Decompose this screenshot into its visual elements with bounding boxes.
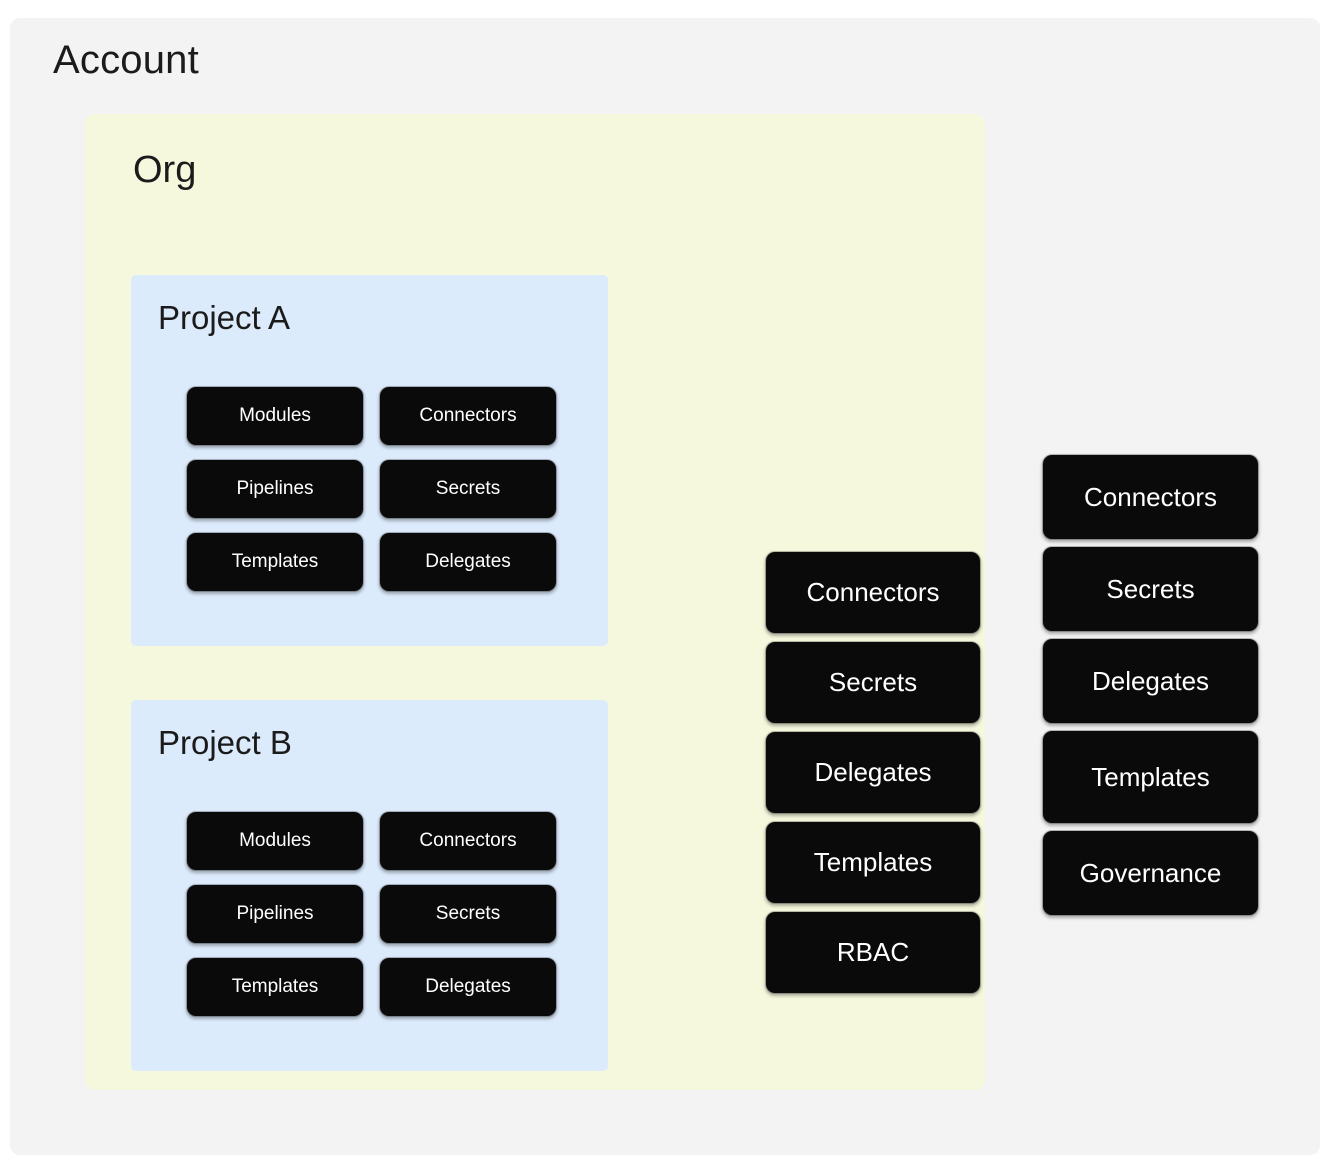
project-b-resource-delegates[interactable]: Delegates xyxy=(380,958,556,1016)
project-a-resource-modules[interactable]: Modules xyxy=(187,387,363,445)
project-b-resource-secrets[interactable]: Secrets xyxy=(380,885,556,943)
project-b-resource-grid: Modules Connectors Pipelines Secrets Tem… xyxy=(187,812,556,1016)
project-a-resource-templates[interactable]: Templates xyxy=(187,533,363,591)
org-resource-rbac[interactable]: RBAC xyxy=(766,912,980,993)
org-resource-connectors[interactable]: Connectors xyxy=(766,552,980,633)
project-a-resource-delegates[interactable]: Delegates xyxy=(380,533,556,591)
project-a-resource-pipelines[interactable]: Pipelines xyxy=(187,460,363,518)
org-resource-templates[interactable]: Templates xyxy=(766,822,980,903)
account-resource-secrets[interactable]: Secrets xyxy=(1043,547,1258,631)
account-resource-column: Connectors Secrets Delegates Templates G… xyxy=(1043,455,1258,915)
project-b-resource-modules[interactable]: Modules xyxy=(187,812,363,870)
project-a-resource-connectors[interactable]: Connectors xyxy=(380,387,556,445)
project-b-title: Project B xyxy=(158,724,292,761)
org-resource-column: Connectors Secrets Delegates Templates R… xyxy=(766,552,980,993)
project-a-container: Project A Modules Connectors Pipelines S… xyxy=(131,275,608,646)
project-b-container: Project B Modules Connectors Pipelines S… xyxy=(131,700,608,1071)
account-title: Account xyxy=(53,38,199,82)
project-a-title: Project A xyxy=(158,299,291,336)
project-a-resource-grid: Modules Connectors Pipelines Secrets Tem… xyxy=(187,387,556,591)
account-resource-delegates[interactable]: Delegates xyxy=(1043,639,1258,723)
org-title: Org xyxy=(133,149,197,191)
account-resource-connectors[interactable]: Connectors xyxy=(1043,455,1258,539)
project-b-resource-templates[interactable]: Templates xyxy=(187,958,363,1016)
org-scope-container: Org Project A Modules Connectors Pipelin… xyxy=(85,114,985,1090)
project-a-resource-secrets[interactable]: Secrets xyxy=(380,460,556,518)
project-b-resource-connectors[interactable]: Connectors xyxy=(380,812,556,870)
project-b-resource-pipelines[interactable]: Pipelines xyxy=(187,885,363,943)
org-resource-secrets[interactable]: Secrets xyxy=(766,642,980,723)
org-resource-delegates[interactable]: Delegates xyxy=(766,732,980,813)
account-resource-governance[interactable]: Governance xyxy=(1043,831,1258,915)
account-resource-templates[interactable]: Templates xyxy=(1043,731,1258,823)
account-scope-container: Account Org Project A Modules Connectors… xyxy=(10,18,1320,1155)
